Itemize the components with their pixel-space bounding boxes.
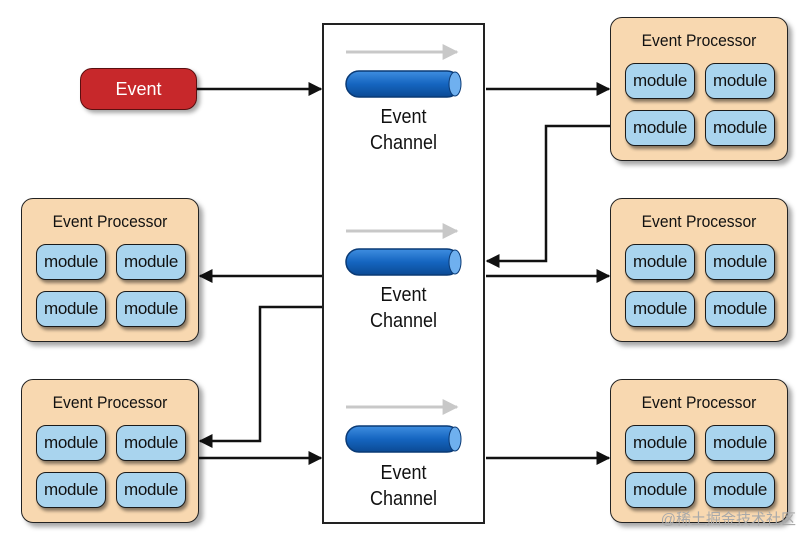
event-processor-right-top: Event Processor module module module mod… <box>610 17 788 161</box>
module-box: module <box>116 472 186 508</box>
arrow-right-top-to-channel-2 <box>485 124 610 268</box>
module-box: module <box>116 244 186 280</box>
event-node: Event <box>80 68 197 110</box>
module-box: module <box>705 244 775 280</box>
channel-pipe-2 <box>345 248 462 276</box>
channel-1-label: Event Channel <box>330 104 477 156</box>
module-box: module <box>705 63 775 99</box>
module-box: module <box>625 244 695 280</box>
event-processor-left-middle: Event Processor module module module mod… <box>21 198 199 342</box>
channel-3-label-line2: Channel <box>369 488 438 510</box>
module-box: module <box>705 472 775 508</box>
module-box: module <box>36 291 106 327</box>
channel-3-label: Event Channel <box>330 460 477 512</box>
channel-1-label-line2: Channel <box>369 132 438 154</box>
channel-pipe-1 <box>345 70 462 98</box>
module-box: module <box>625 63 695 99</box>
event-processor-right-middle: Event Processor module module module mod… <box>610 198 788 342</box>
event-processor-right-bottom: Event Processor module module module mod… <box>610 379 788 523</box>
module-box: module <box>625 425 695 461</box>
module-box: module <box>36 425 106 461</box>
module-box: module <box>36 472 106 508</box>
channel-3-label-line1: Event <box>380 462 427 484</box>
module-box: module <box>116 425 186 461</box>
module-box: module <box>625 472 695 508</box>
processor-title: Event Processor <box>52 212 168 231</box>
module-box: module <box>625 110 695 146</box>
watermark-text: @稀土掘金技术社区 <box>660 511 796 528</box>
arrow-to-left-bottom <box>198 305 322 448</box>
channel-2-label: Event Channel <box>330 282 477 334</box>
processor-title: Event Processor <box>641 212 757 231</box>
module-box: module <box>116 291 186 327</box>
processor-title: Event Processor <box>52 393 168 412</box>
channel-2-label-line2: Channel <box>369 310 438 332</box>
channel-pipe-3 <box>345 425 462 453</box>
processor-title: Event Processor <box>641 393 757 412</box>
module-box: module <box>705 291 775 327</box>
event-processor-left-bottom: Event Processor module module module mod… <box>21 379 199 523</box>
channel-2-label-line1: Event <box>380 284 427 306</box>
module-box: module <box>625 291 695 327</box>
module-box: module <box>36 244 106 280</box>
module-box: module <box>705 425 775 461</box>
processor-title: Event Processor <box>641 31 757 50</box>
module-box: module <box>705 110 775 146</box>
channel-1-label-line1: Event <box>380 106 427 128</box>
